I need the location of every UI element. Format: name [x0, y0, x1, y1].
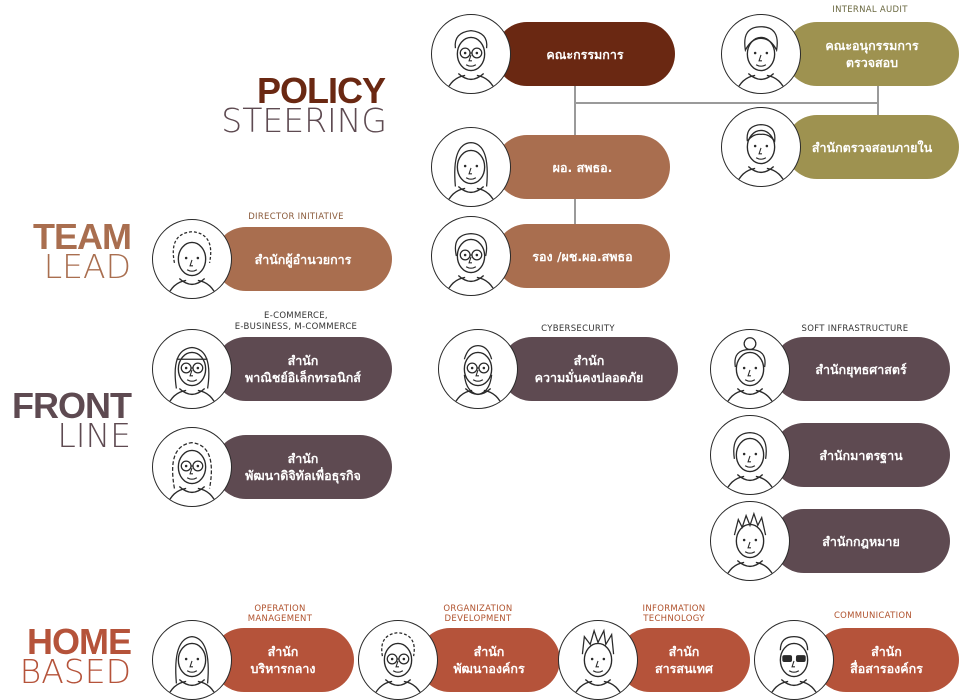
node-standards-label: สำนักมาตรฐาน	[819, 447, 903, 463]
node-organization-line1: สำนัก	[473, 644, 505, 659]
section-front-light: LINE	[57, 416, 131, 455]
caption-organization-1: ORGANIZATION	[443, 604, 513, 614]
node-director: ผอ. สพธอ.	[495, 135, 670, 199]
caption-communication: COMMUNICATION	[833, 611, 913, 621]
node-law: สำนักกฎหมาย	[772, 509, 950, 573]
long-hair-woman-avatar-icon	[152, 620, 232, 700]
caption-ecommerce-2: E-BUSINESS, M-COMMERCE	[234, 322, 358, 332]
short-hair-woman-avatar-icon	[710, 415, 790, 495]
node-director-office-label: สำนักผู้อำนวยการ	[254, 251, 352, 267]
node-it-line2: สารสนเทศ	[655, 661, 713, 676]
node-operation: สำนัก บริหารกลาง	[212, 628, 354, 692]
caption-operation-1: OPERATION	[254, 604, 306, 614]
node-audit-committee-line1: คณะอนุกรรมการ	[825, 38, 919, 53]
connector-audit-down	[877, 86, 879, 118]
caption-director-initiative: DIRECTOR INITIATIVE	[248, 212, 344, 222]
node-communication: สำนัก สื่อสารองค์กร	[814, 628, 959, 692]
section-team-light: LEAD	[43, 247, 131, 286]
node-board-label: คณะกรรมการ	[546, 46, 624, 62]
curly-hair-woman-avatar-icon	[152, 219, 232, 299]
node-cybersecurity-line2: ความมั่นคงปลอดภัย	[534, 370, 644, 385]
node-cybersecurity: สำนัก ความมั่นคงปลอดภัย	[500, 337, 678, 401]
node-law-label: สำนักกฎหมาย	[822, 533, 900, 549]
node-organization-line2: พัฒนาองค์กร	[453, 661, 525, 676]
section-front-bold: FRONT	[12, 385, 132, 426]
node-operation-line1: สำนัก	[267, 644, 299, 659]
node-digital-business-line1: สำนัก	[287, 451, 319, 466]
node-director-office: สำนักผู้อำนวยการ	[214, 227, 392, 291]
node-cybersecurity-line1: สำนัก	[573, 353, 605, 368]
section-home-light: BASED	[19, 652, 131, 691]
wavy-hair-woman-glasses-avatar-icon	[152, 427, 232, 507]
bearded-man-glasses-avatar-icon	[438, 329, 518, 409]
man-sunglasses-avatar-icon	[754, 620, 834, 700]
caption-organization-2: DEVELOPMENT	[444, 614, 512, 624]
node-deputy: รอง /ผช.ผอ.สพธอ	[495, 224, 670, 288]
caption-cybersecurity: CYBERSECURITY	[541, 324, 615, 334]
elderly-man-glasses-avatar-icon	[431, 14, 511, 94]
spiky-hair-man-avatar-icon	[558, 620, 638, 700]
node-strategy: สำนักยุทธศาสตร์	[772, 337, 950, 401]
section-policy-light: STEERING	[221, 101, 387, 140]
node-it: สำนัก สารสนเทศ	[618, 628, 750, 692]
woman-headwrap-avatar-icon	[721, 14, 801, 94]
bun-hair-woman-avatar-icon	[710, 329, 790, 409]
caption-it-1: INFORMATION	[642, 604, 706, 614]
node-digital-business-line2: พัฒนาดิจิทัลเพื่อธุรกิจ	[245, 468, 361, 483]
caption-it-2: TECHNOLOGY	[643, 614, 705, 624]
headband-woman-glasses-avatar-icon	[152, 329, 232, 409]
woman-long-hair-avatar-icon	[431, 127, 511, 207]
node-organization: สำนัก พัฒนาองค์กร	[418, 628, 560, 692]
node-ecommerce-line1: สำนัก	[287, 353, 319, 368]
node-strategy-label: สำนักยุทธศาสตร์	[815, 361, 907, 377]
node-operation-line2: บริหารกลาง	[250, 661, 316, 676]
node-internal-audit-office: สำนักตรวจสอบภายใน	[785, 115, 959, 179]
node-audit-committee-line2: ตรวจสอบ	[845, 55, 899, 70]
older-woman-avatar-icon	[431, 216, 511, 296]
node-standards: สำนักมาตรฐาน	[772, 423, 950, 487]
node-deputy-label: รอง /ผช.ผอ.สพธอ	[532, 248, 633, 264]
node-director-label: ผอ. สพธอ.	[552, 159, 613, 175]
section-policy-bold: POLICY	[256, 70, 386, 111]
node-board: คณะกรรมการ	[495, 22, 675, 86]
connector-board-audit	[574, 102, 878, 104]
node-communication-line2: สื่อสารองค์กร	[850, 661, 923, 676]
node-ecommerce-line2: พาณิชย์อิเล็กทรอนิกส์	[245, 370, 361, 385]
caption-operation-2: MANAGEMENT	[247, 614, 313, 624]
node-internal-audit-office-label: สำนักตรวจสอบภายใน	[811, 139, 933, 155]
node-audit-committee: คณะอนุกรรมการ ตรวจสอบ	[785, 22, 959, 86]
spiky-hair-person-avatar-icon	[710, 501, 790, 581]
caption-soft-infrastructure: SOFT INFRASTRUCTURE	[801, 324, 909, 334]
node-it-line1: สำนัก	[668, 644, 700, 659]
caption-internal-audit: INTERNAL AUDIT	[832, 5, 908, 15]
young-man-avatar-icon	[721, 107, 801, 187]
section-home-bold: HOME	[27, 621, 132, 662]
node-ecommerce: สำนัก พาณิชย์อิเล็กทรอนิกส์	[214, 337, 392, 401]
caption-ecommerce-1: E-COMMERCE,	[264, 311, 328, 321]
node-communication-line1: สำนัก	[871, 644, 902, 659]
curly-hair-woman-glasses-avatar-icon	[358, 620, 438, 700]
section-team-bold: TEAM	[33, 216, 132, 257]
node-digital-business: สำนัก พัฒนาดิจิทัลเพื่อธุรกิจ	[214, 435, 392, 499]
